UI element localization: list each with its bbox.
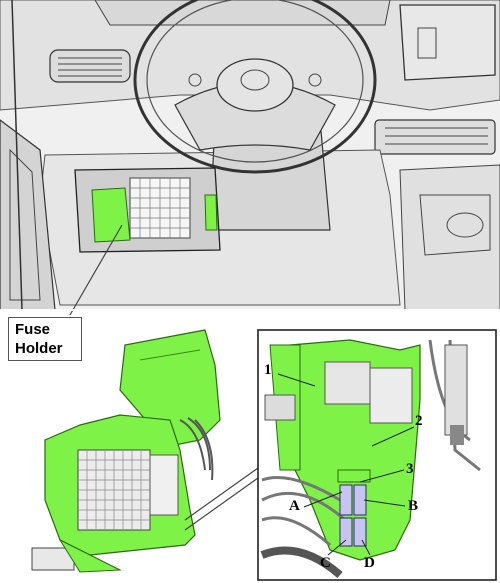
callout-d: D (364, 555, 375, 571)
dashboard-illustration (0, 0, 500, 316)
callout-c: C (320, 555, 331, 571)
callout-b: B (408, 498, 419, 514)
fuse-holder-label: Fuse Holder (8, 317, 82, 361)
callout-3: 3 (406, 461, 414, 477)
detail-view (257, 329, 497, 581)
fuse-holder-illustration (31, 329, 259, 573)
callout-a: A (289, 498, 300, 514)
callout-2: 2 (415, 413, 423, 429)
callout-1: 1 (264, 362, 272, 378)
